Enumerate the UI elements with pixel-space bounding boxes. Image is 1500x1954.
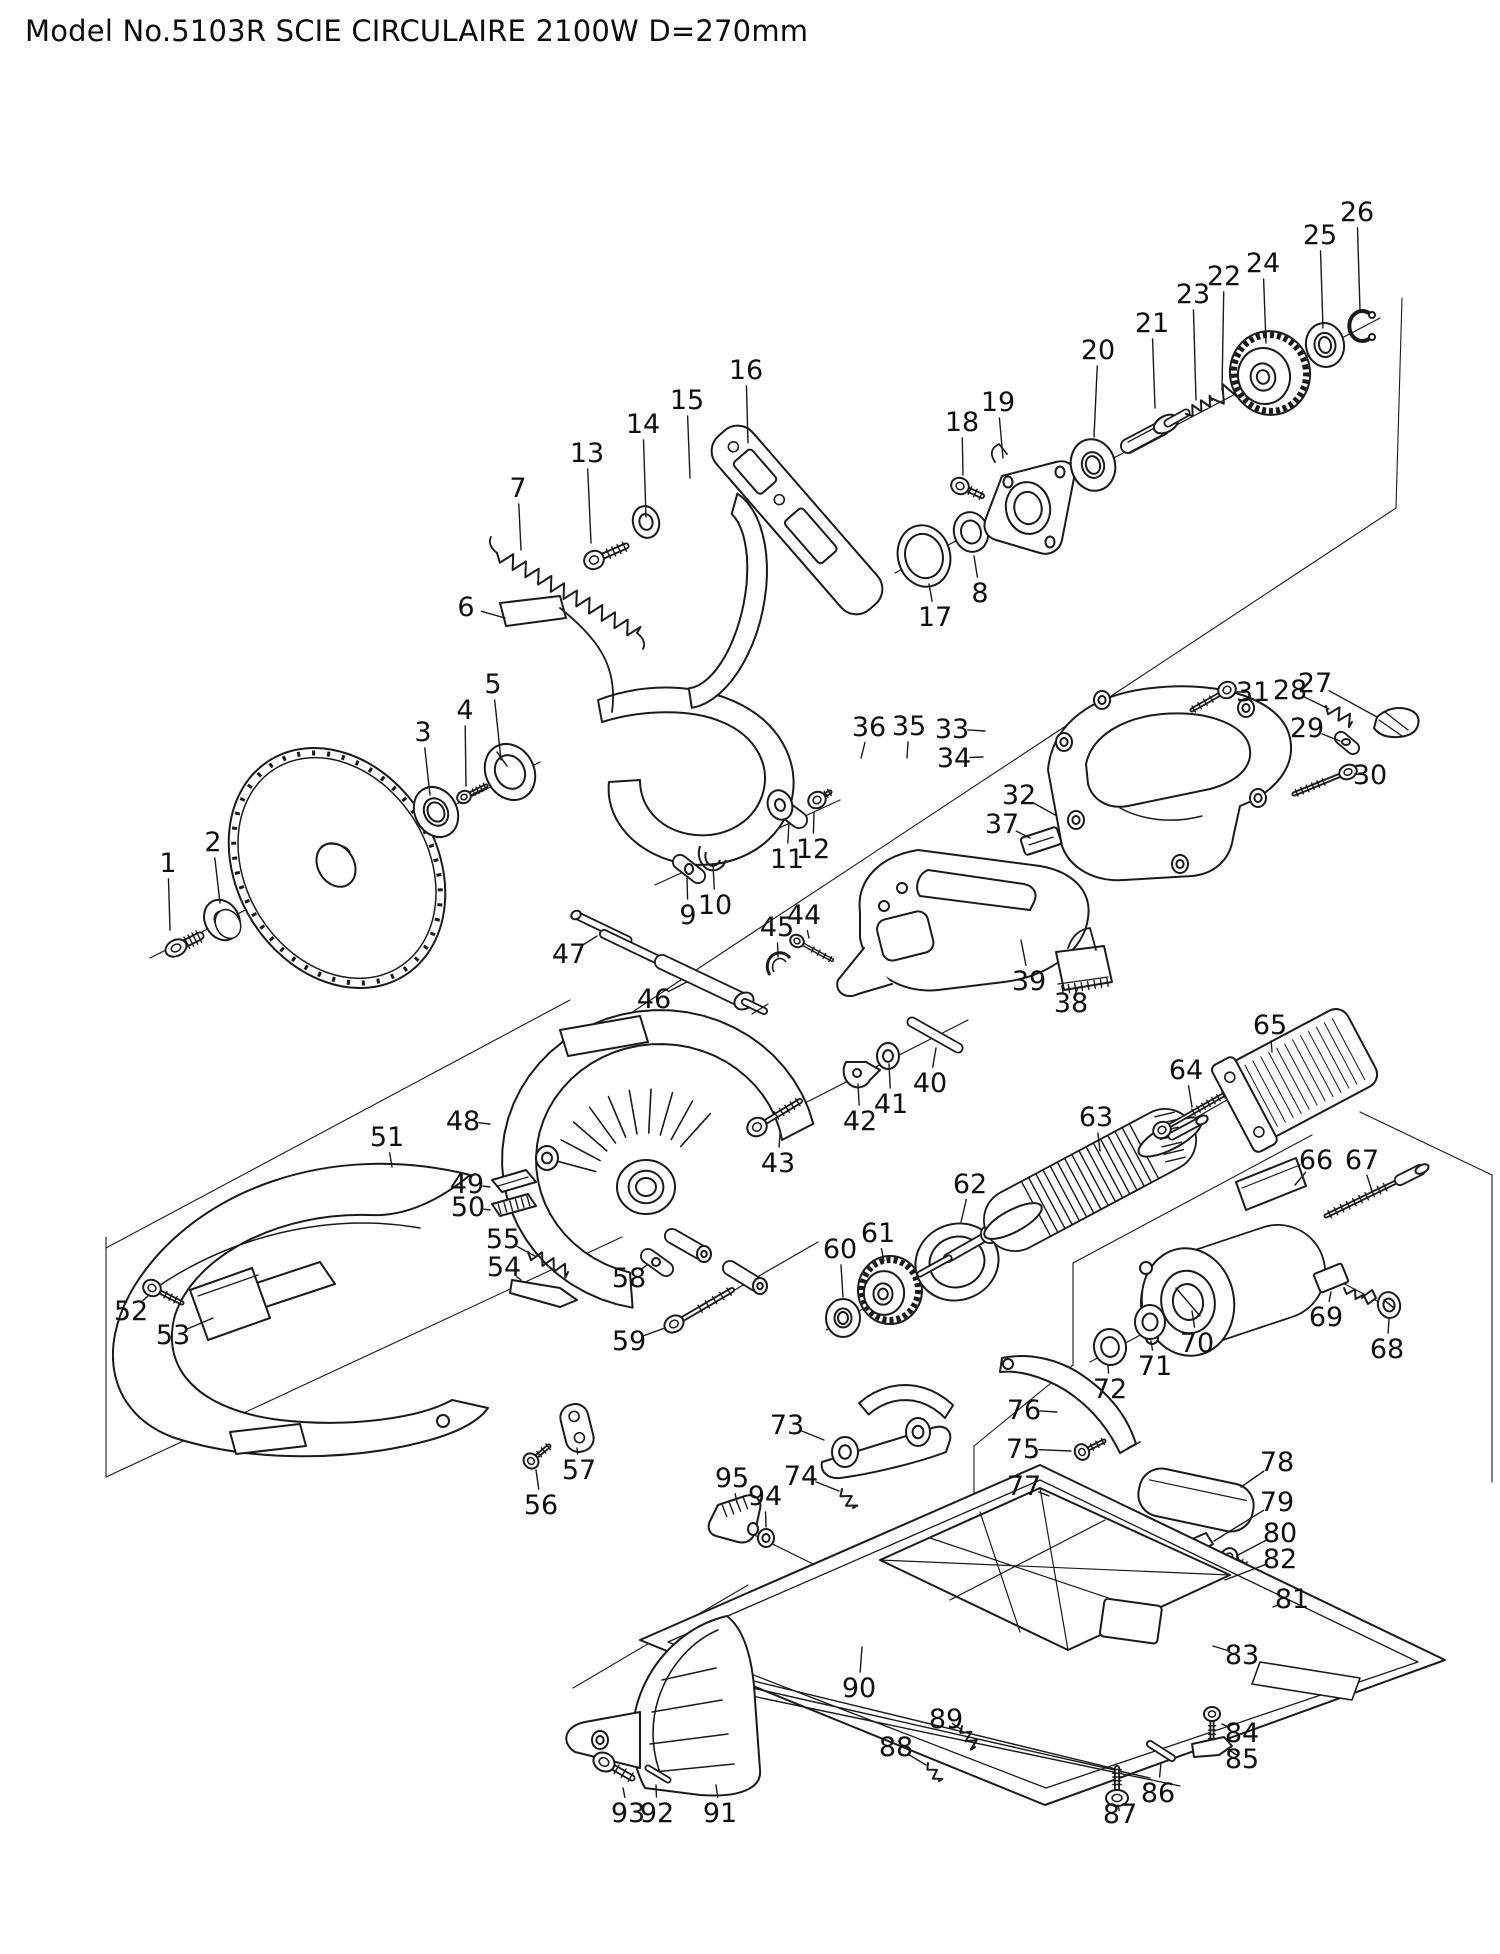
part-label-79: 79 xyxy=(1260,1487,1294,1518)
part-label-45: 45 xyxy=(760,912,794,943)
part-label-20: 20 xyxy=(1081,335,1115,366)
part-label-52: 52 xyxy=(114,1296,148,1327)
part-label-75: 75 xyxy=(1006,1434,1040,1465)
part-label-85: 85 xyxy=(1225,1744,1259,1775)
part-label-63: 63 xyxy=(1079,1102,1113,1133)
part-label-83: 83 xyxy=(1225,1640,1259,1671)
part-label-51: 51 xyxy=(370,1122,404,1153)
part-label-35: 35 xyxy=(892,711,926,742)
part-label-76: 76 xyxy=(1007,1395,1041,1426)
part-label-64: 64 xyxy=(1169,1055,1203,1086)
part-label-22: 22 xyxy=(1207,261,1241,292)
part-label-47: 47 xyxy=(552,939,586,970)
part-label-8: 8 xyxy=(971,578,988,609)
part-label-68: 68 xyxy=(1370,1334,1404,1365)
part-label-32: 32 xyxy=(1002,780,1036,811)
part-label-61: 61 xyxy=(861,1218,895,1249)
part-label-74: 74 xyxy=(784,1461,818,1492)
part-label-19: 19 xyxy=(981,387,1015,418)
part-label-56: 56 xyxy=(524,1490,558,1521)
part-label-80: 80 xyxy=(1263,1518,1297,1549)
part-label-13: 13 xyxy=(570,438,604,469)
part-label-86: 86 xyxy=(1141,1778,1175,1809)
part-label-42: 42 xyxy=(843,1106,877,1137)
part-label-21: 21 xyxy=(1135,308,1169,339)
part-label-62: 62 xyxy=(953,1169,987,1200)
part-label-11: 11 xyxy=(770,844,804,875)
part-label-27: 27 xyxy=(1298,668,1332,699)
part-label-77: 77 xyxy=(1007,1471,1041,1502)
part-label-78: 78 xyxy=(1260,1447,1294,1478)
part-label-18: 18 xyxy=(945,407,979,438)
part-label-5: 5 xyxy=(484,669,501,700)
part-label-90: 90 xyxy=(842,1673,876,1704)
part-label-72: 72 xyxy=(1093,1374,1127,1405)
part-label-7: 7 xyxy=(509,473,526,504)
part-label-46: 46 xyxy=(637,984,671,1015)
part-label-24: 24 xyxy=(1246,248,1280,279)
part-label-10: 10 xyxy=(698,890,732,921)
part-label-15: 15 xyxy=(670,385,704,416)
part-label-71: 71 xyxy=(1138,1351,1172,1382)
part-label-60: 60 xyxy=(823,1234,857,1265)
part-label-87: 87 xyxy=(1103,1799,1137,1830)
part-label-57: 57 xyxy=(562,1455,596,1486)
part-label-17: 17 xyxy=(918,602,952,633)
part-label-23: 23 xyxy=(1176,279,1210,310)
part-label-26: 26 xyxy=(1340,197,1374,228)
part-label-49: 49 xyxy=(450,1169,484,1200)
part-label-54: 54 xyxy=(487,1252,521,1283)
part-label-43: 43 xyxy=(761,1148,795,1179)
part-label-59: 59 xyxy=(612,1326,646,1357)
part-label-3: 3 xyxy=(414,717,431,748)
part-label-29: 29 xyxy=(1290,713,1324,744)
part-label-14: 14 xyxy=(626,409,660,440)
part-label-94: 94 xyxy=(748,1481,782,1512)
part-label-33: 33 xyxy=(935,714,969,745)
part-label-82: 82 xyxy=(1263,1544,1297,1575)
part-label-28: 28 xyxy=(1273,675,1307,706)
part-label-31: 31 xyxy=(1236,677,1270,708)
part-label-91: 91 xyxy=(703,1798,737,1829)
part-label-92: 92 xyxy=(640,1798,674,1829)
part-label-95: 95 xyxy=(715,1463,749,1494)
part-label-55: 55 xyxy=(486,1224,520,1255)
diagram-title: Model No.5103R SCIE CIRCULAIRE 2100W D=2… xyxy=(25,14,809,48)
part-label-70: 70 xyxy=(1180,1328,1214,1359)
part-label-66: 66 xyxy=(1299,1145,1333,1176)
part-label-65: 65 xyxy=(1253,1010,1287,1041)
part-label-38: 38 xyxy=(1054,988,1088,1019)
part-label-6: 6 xyxy=(457,592,474,623)
part-label-1: 1 xyxy=(159,848,176,879)
part-label-40: 40 xyxy=(913,1068,947,1099)
part-label-84: 84 xyxy=(1225,1718,1259,1749)
part-label-36: 36 xyxy=(852,712,886,743)
part-label-67: 67 xyxy=(1345,1145,1379,1176)
part-label-89: 89 xyxy=(929,1704,963,1735)
part-label-37: 37 xyxy=(985,809,1019,840)
part-label-39: 39 xyxy=(1012,966,1046,997)
part-label-88: 88 xyxy=(879,1732,913,1763)
part-label-41: 41 xyxy=(874,1089,908,1120)
part-label-4: 4 xyxy=(456,695,473,726)
part-label-50: 50 xyxy=(451,1192,485,1223)
part-label-93: 93 xyxy=(611,1798,645,1829)
part-label-73: 73 xyxy=(770,1410,804,1441)
part-label-30: 30 xyxy=(1353,760,1387,791)
part-label-12: 12 xyxy=(796,834,830,865)
part-label-44: 44 xyxy=(787,900,821,931)
part-label-69: 69 xyxy=(1309,1302,1343,1333)
part-label-58: 58 xyxy=(612,1263,646,1294)
part-label-16: 16 xyxy=(729,355,763,386)
part-label-25: 25 xyxy=(1303,220,1337,251)
part-label-9: 9 xyxy=(679,900,696,931)
part-label-34: 34 xyxy=(937,743,971,774)
part-label-48: 48 xyxy=(446,1106,480,1137)
part-label-53: 53 xyxy=(156,1320,190,1351)
part-label-81: 81 xyxy=(1275,1584,1309,1615)
part-label-2: 2 xyxy=(204,827,221,858)
